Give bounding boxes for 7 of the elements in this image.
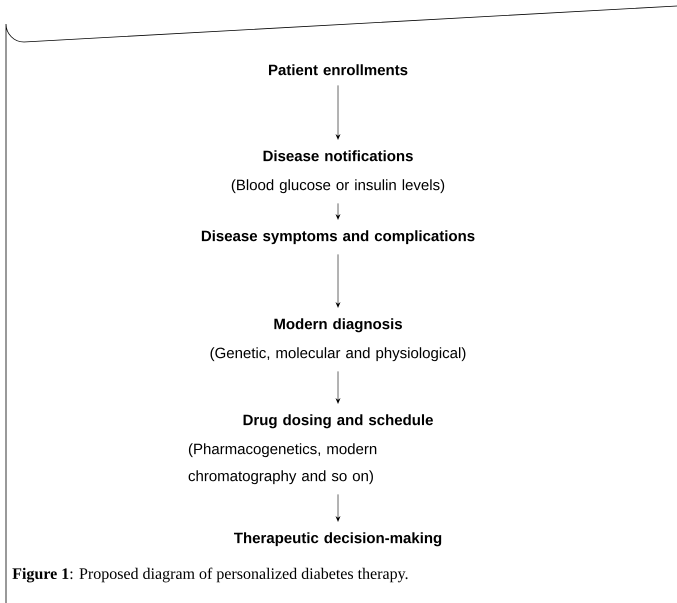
step-text: Disease symptoms and complications xyxy=(202,230,474,244)
step-text: Drug dosing and schedule (Pharmacogenetics, modern chromatography and so on) xyxy=(188,414,433,484)
step-text: Patient enrollments xyxy=(269,64,408,76)
caption: Figure 1: Proposed diagram of personalized diabetes therapy. xyxy=(12,568,408,582)
step-text: Modern diagnosis (Genetic, molecular and physiological) xyxy=(210,318,466,362)
step-text: Disease notifications (Blood glucose or insulin levels) xyxy=(232,150,444,194)
step-text: Therapeutic decision-making xyxy=(234,532,442,546)
